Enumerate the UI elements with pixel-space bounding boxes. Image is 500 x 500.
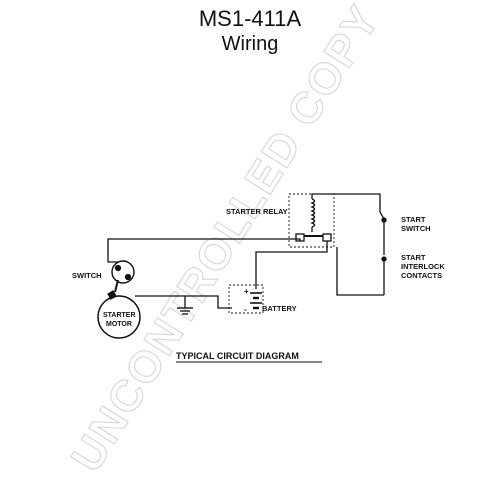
diagram-caption: TYPICAL CIRCUIT DIAGRAM xyxy=(176,351,299,361)
label-battery: BATTERY xyxy=(262,304,297,313)
label-start-switch-1: START xyxy=(401,215,426,224)
battery-minus: - xyxy=(244,305,247,314)
label-motor-1: STARTER xyxy=(103,312,136,319)
starter-relay-box xyxy=(288,193,335,248)
label-interlock-3: CONTACTS xyxy=(401,271,442,280)
relay-coil xyxy=(310,198,316,228)
battery-plus: + xyxy=(244,287,249,296)
model-title: MS1-411A xyxy=(198,6,302,31)
subtitle: Wiring xyxy=(221,33,279,55)
battery-box xyxy=(228,284,264,314)
watermark: UNCONTROLLED COPY xyxy=(62,0,390,480)
starter-motor-symbol xyxy=(97,295,141,339)
relay-contact-right xyxy=(322,233,332,242)
switch-symbol xyxy=(111,260,135,284)
label-interlock-2: INTERLOCK xyxy=(401,262,445,271)
label-start-switch-2: SWITCH xyxy=(401,224,431,233)
label-motor-2: MOTOR xyxy=(106,321,132,328)
label-switch: SWITCH xyxy=(72,271,102,280)
label-interlock-1: START xyxy=(401,253,426,262)
label-starter-relay: STARTER RELAY xyxy=(226,207,288,216)
